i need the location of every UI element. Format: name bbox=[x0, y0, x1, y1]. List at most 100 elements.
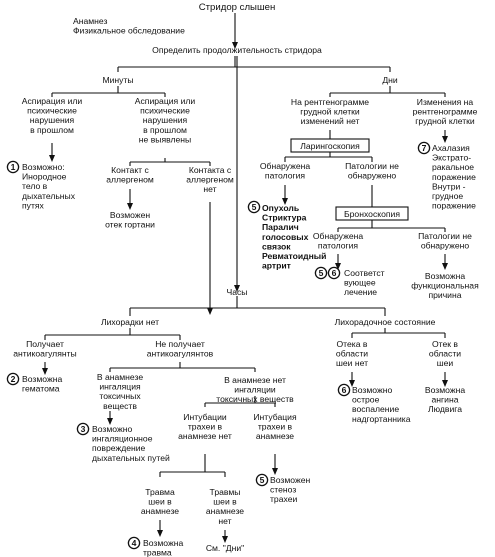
badge-5-trachea-number: 5 bbox=[260, 475, 265, 485]
badge-5-broncho bbox=[314, 266, 328, 280]
title-stridor-heard: Стридор слышен bbox=[199, 2, 276, 13]
larynx-pathology-result-line: Ревматоидный bbox=[262, 251, 326, 261]
foreign-body-result-line: Возможно: bbox=[22, 162, 65, 172]
tracheal-stenosis-result-line: трахеи bbox=[270, 494, 297, 504]
achalasia-result-line: поражение bbox=[432, 172, 476, 182]
broncho-no-pathology-line: Патологии не bbox=[418, 231, 472, 241]
foreign-body-result-line: тело в bbox=[22, 181, 48, 191]
pathology-not-found-line: Патологии не bbox=[345, 161, 399, 171]
achalasia-result-line: Экстрато- bbox=[432, 153, 471, 163]
neck-swelling-yes-line: шеи bbox=[437, 358, 454, 368]
see-days-result-line: См. "Дни" bbox=[206, 543, 244, 553]
determine-duration: Определить продолжительность стридора bbox=[152, 45, 322, 55]
inhalation-injury-result-line: Возможно bbox=[92, 424, 132, 434]
tracheal-stenosis-result-line: стеноз bbox=[270, 485, 296, 495]
aspiration-not-found-line: нарушения bbox=[143, 115, 188, 125]
badge-3 bbox=[76, 422, 90, 436]
larynx-pathology-result-line: Опухоль bbox=[262, 203, 299, 213]
ludwig-angina-result-line: Возможна bbox=[425, 385, 465, 395]
foreign-body-result-line: дыхательных bbox=[22, 191, 76, 201]
hematoma-result-line: Возможна bbox=[22, 374, 62, 384]
trauma-result-line: Возможна bbox=[143, 538, 183, 548]
xray-changes-line: грудной клетки bbox=[415, 116, 475, 126]
aspiration-history-line: психические bbox=[27, 106, 77, 116]
neck-trauma-no-line: Травмы bbox=[210, 487, 241, 497]
larynx-pathology-result-line: Стриктура bbox=[262, 213, 307, 223]
broncho-no-pathology-line: обнаружено bbox=[421, 241, 470, 251]
badge-7-number: 7 bbox=[422, 143, 427, 153]
badge-5-larynx bbox=[247, 200, 261, 214]
achalasia-result-line: грудное bbox=[432, 191, 463, 201]
no-fever-line: Лихорадки нет bbox=[101, 317, 159, 327]
neck-trauma-no-line: анамнезе bbox=[206, 506, 244, 516]
broncho-pathology-found-line: Обнаружена bbox=[313, 231, 363, 241]
neck-trauma-yes-line: шеи в bbox=[148, 497, 172, 507]
intubation-no-line: Интубации bbox=[183, 412, 227, 422]
achalasia-result-line: ракальное bbox=[432, 162, 474, 172]
connector-lines bbox=[44, 13, 446, 536]
badge-5-broncho-number: 5 bbox=[319, 268, 324, 278]
pathology-not-found-line: обнаружено bbox=[348, 171, 397, 181]
laryngoscopy-label-line: Ларингоскопия bbox=[300, 141, 360, 151]
xray-normal-line: грудной клетки bbox=[300, 107, 360, 117]
larynx-pathology-result-line: артрит bbox=[262, 261, 291, 271]
intubation-no-line: анамнезе нет bbox=[178, 431, 232, 441]
larynx-pathology-result-line: Паралич bbox=[262, 222, 299, 232]
intubation-no-line: трахеи в bbox=[188, 422, 223, 432]
inhalation-injury-result-line: ингаляционное bbox=[92, 434, 153, 444]
epiglottitis-result-line: воспаление bbox=[352, 404, 399, 414]
intro-steps-line: Физикальное обследование bbox=[73, 26, 185, 36]
neck-trauma-no-line: нет bbox=[218, 516, 231, 526]
intubation-yes-line: анамнезе bbox=[256, 431, 294, 441]
branch-minutes: Минуты bbox=[102, 75, 133, 85]
ludwig-angina-result-line: Людвига bbox=[428, 404, 462, 414]
broncho-pathology-found-line: патология bbox=[318, 241, 358, 251]
tracheal-stenosis-result-line: Возможен bbox=[270, 475, 310, 485]
title-stridor-heard-line: Стридор слышен bbox=[199, 2, 276, 13]
no-fever: Лихорадки нет bbox=[101, 317, 159, 327]
toxic-inhalation-yes-line: ингаляция bbox=[99, 382, 141, 392]
branch-days-line: Дни bbox=[382, 75, 398, 85]
badge-6-broncho-number: 6 bbox=[332, 268, 337, 278]
toxic-inhalation-no-line: ингаляции bbox=[234, 385, 276, 395]
badge-5-trachea bbox=[255, 473, 269, 487]
xray-normal-line: изменений нет bbox=[301, 116, 360, 126]
larynx-pathology-result-line: голосовых bbox=[262, 232, 309, 242]
foreign-body-result-line: Инородное bbox=[22, 172, 67, 182]
branch-hours-line: Часы bbox=[227, 287, 248, 297]
trauma-result-line: травма bbox=[143, 548, 172, 557]
aspiration-not-found-line: психические bbox=[140, 106, 190, 116]
aspiration-history-line: Аспирация или bbox=[22, 96, 83, 106]
badge-5-larynx-number: 5 bbox=[252, 202, 257, 212]
branch-hours: Часы bbox=[227, 287, 248, 297]
intubation-yes-line: Интубация bbox=[253, 412, 297, 422]
xray-normal-line: На рентгенограмме bbox=[291, 97, 369, 107]
neck-swelling-no-line: шеи нет bbox=[336, 358, 368, 368]
intro-steps-line: Анамнез bbox=[73, 16, 108, 26]
inhalation-injury-result-line: повреждение bbox=[92, 443, 146, 453]
badge-4-number: 4 bbox=[132, 538, 137, 548]
foreign-body-result-line: путях bbox=[22, 200, 45, 210]
appropriate-treatment-result-line: Соответст bbox=[344, 268, 385, 278]
branch-days: Дни bbox=[382, 75, 398, 85]
